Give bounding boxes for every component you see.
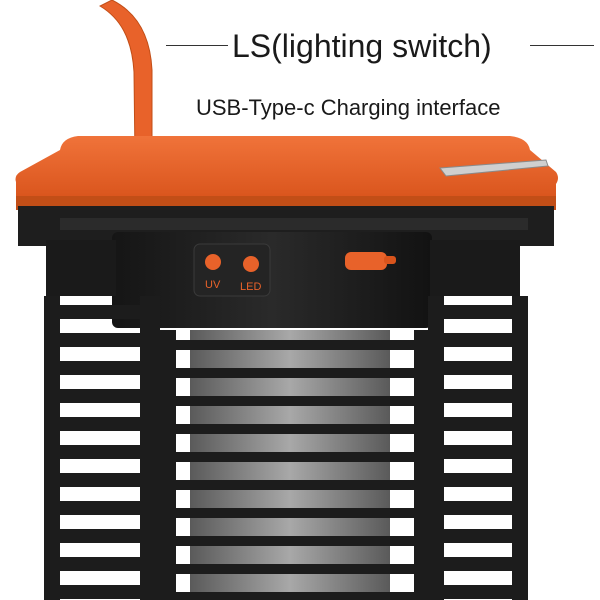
charging-interface-callout: USB-Type-c Charging interface — [196, 95, 501, 120]
led-button-icon[interactable] — [243, 256, 259, 272]
top-lid — [15, 136, 558, 200]
lighting-switch-callout: LS(lighting switch) — [232, 28, 492, 64]
callout-leader-right — [530, 45, 594, 46]
uv-button-icon[interactable] — [205, 254, 221, 270]
usb-c-port-cover-icon[interactable] — [345, 252, 387, 270]
metal-hook — [439, 159, 549, 177]
callout-leader-left — [166, 45, 228, 46]
outer-cage — [44, 296, 528, 600]
